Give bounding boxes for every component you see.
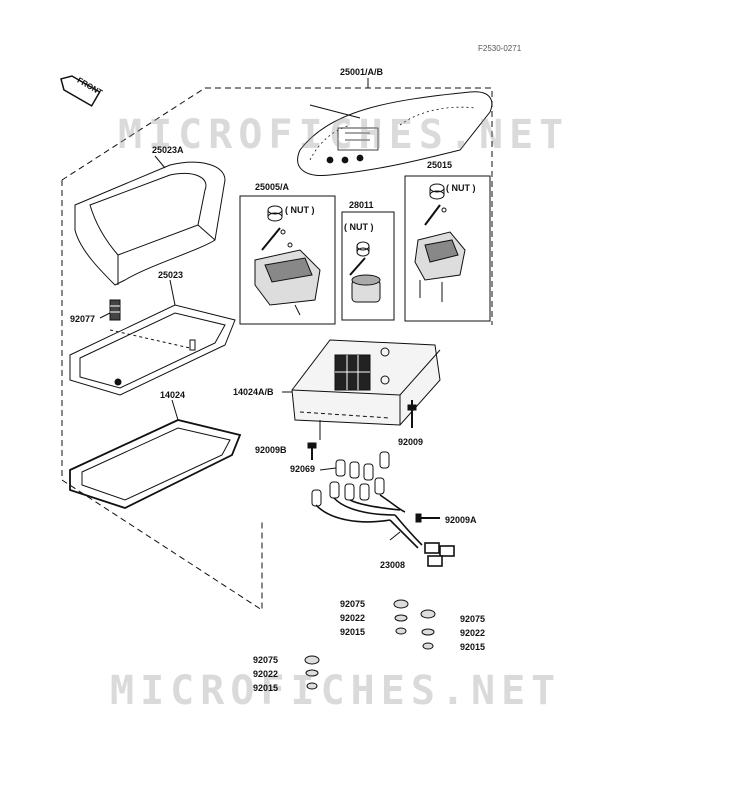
watermark-bottom: MICROFICHES.NET: [110, 668, 562, 714]
frame-outline: [61, 87, 493, 611]
leader-92077: [99, 312, 111, 319]
label-92069: 92069: [290, 464, 316, 474]
label-92075-a-right: 92075: [460, 614, 486, 624]
label-14024: 14024: [160, 390, 186, 400]
meter-cover: [74, 161, 226, 286]
damper-stack-b: [304, 655, 320, 690]
tachometer-box: [404, 175, 491, 322]
grommet: [109, 299, 121, 321]
leader-23008: [389, 531, 401, 541]
label-92015-a-right: 92015: [460, 642, 486, 652]
screw-92009: [407, 400, 417, 428]
indicator-box: [341, 211, 395, 321]
label-92009A: 92009A: [445, 515, 477, 525]
label-92009: 92009: [398, 437, 424, 447]
label-92075-b: 92075: [253, 655, 279, 665]
speedometer-unit: [254, 205, 321, 316]
label-25005A: 25005/A: [255, 182, 290, 192]
watermark-top: MICROFICHES.NET: [118, 112, 570, 158]
meter-case: [291, 339, 441, 440]
label-92022-b: 92022: [253, 669, 279, 679]
label-14024AB: 14024A/B: [233, 387, 274, 397]
label-92077: 92077: [70, 314, 96, 324]
reference-code: F2530-0271: [478, 44, 522, 53]
label-nut-mid: ( NUT ): [344, 222, 374, 232]
leader-25023A: [154, 155, 166, 169]
label-25023: 25023: [158, 270, 184, 280]
damper-stack-a-left: [393, 599, 409, 635]
tachometer-unit: [414, 183, 466, 302]
gasket: [69, 419, 242, 509]
indicator-unit: [349, 241, 381, 303]
label-92015-a-left: 92015: [340, 627, 366, 637]
screw-92009B: [307, 442, 317, 460]
damper-stack-a-right: [420, 609, 436, 650]
screw-92009A: [415, 513, 440, 523]
label-25001: 25001/A/B: [340, 67, 384, 77]
gauge-face: [297, 91, 493, 177]
label-23008: 23008: [380, 560, 406, 570]
label-92009B: 92009B: [255, 445, 287, 455]
label-92022-a-left: 92022: [340, 613, 366, 623]
label-25023A: 25023A: [152, 145, 184, 155]
wire-harness: [315, 494, 455, 567]
leader-92069: [319, 467, 337, 471]
gauge-face-marks: [309, 106, 476, 164]
label-92075-a-left: 92075: [340, 599, 366, 609]
label-28011: 28011: [349, 200, 374, 210]
front-arrow-icon: [60, 75, 101, 107]
label-92015-b: 92015: [253, 683, 279, 693]
leader-25023: [169, 279, 176, 306]
label-92022-a-right: 92022: [460, 628, 486, 638]
leader-14024: [171, 399, 179, 421]
label-nut-right: ( NUT ): [446, 183, 476, 193]
bulb-sockets: [311, 451, 390, 507]
label-25015: 25015: [427, 160, 453, 170]
label-nut-left: ( NUT ): [285, 205, 315, 215]
speedometer-box: [239, 195, 336, 325]
leader-speedo-face: [309, 104, 361, 119]
